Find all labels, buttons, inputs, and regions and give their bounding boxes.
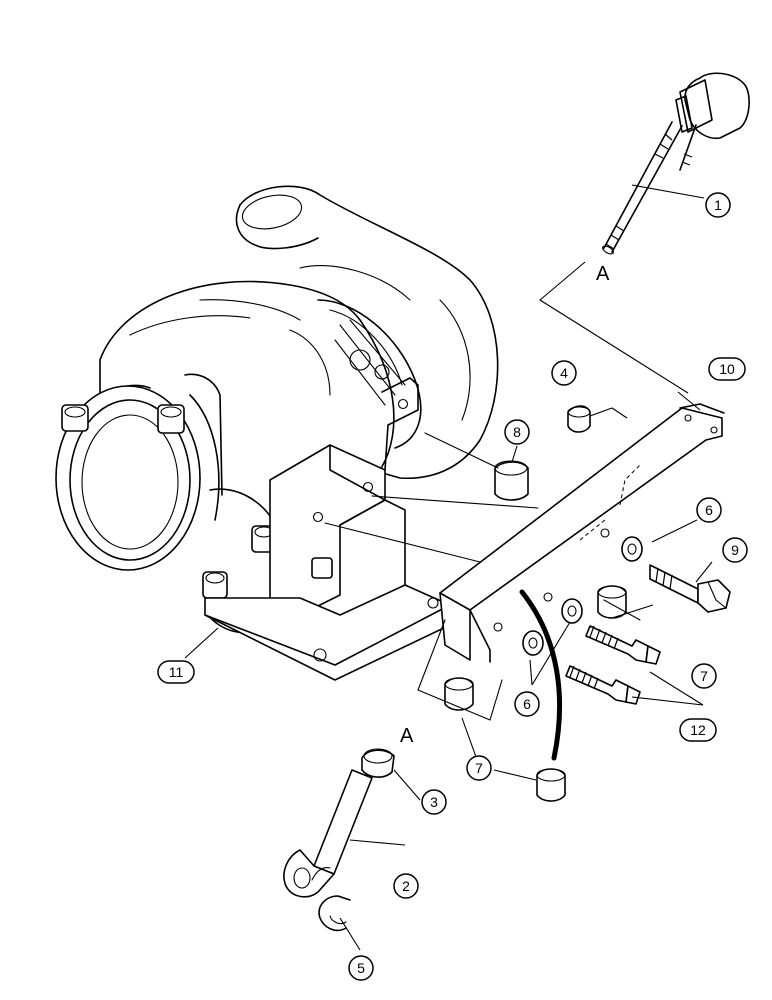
turbocharger-assembly (55, 185, 499, 681)
callout-5: 5 (348, 955, 374, 981)
jam-nut-3 (361, 748, 395, 778)
callout-1: 1 (705, 192, 731, 218)
reference-letter-a-lower: A (400, 725, 414, 747)
callout-6-lower: 6 (514, 691, 540, 717)
callout-4: 4 (551, 360, 577, 386)
callout-10: 10 (708, 357, 746, 381)
retaining-clip-5 (318, 895, 351, 932)
mounting-bracket (439, 403, 725, 663)
svg-text:3: 3 (430, 794, 438, 810)
callout-2: 2 (393, 873, 419, 899)
callout-11: 11 (157, 660, 195, 684)
callout-9: 9 (722, 537, 748, 563)
nut-4 (567, 405, 628, 433)
rod-end-2 (283, 769, 373, 898)
wastegate-actuator (539, 72, 750, 394)
svg-text:10: 10 (719, 361, 735, 377)
svg-text:6: 6 (523, 696, 531, 712)
reference-letter-a-upper: A (596, 263, 610, 285)
svg-text:5: 5 (357, 960, 365, 976)
svg-text:6: 6 (705, 502, 713, 518)
callout-8: 8 (504, 419, 530, 445)
svg-text:1: 1 (714, 197, 722, 213)
svg-text:7: 7 (475, 760, 483, 776)
svg-text:4: 4 (560, 365, 568, 381)
svg-text:8: 8 (513, 424, 521, 440)
svg-text:11: 11 (169, 664, 184, 680)
bolt-9 (649, 564, 731, 613)
svg-text:2: 2 (402, 878, 410, 894)
callout-12: 12 (679, 718, 717, 742)
callout-7-lower: 7 (466, 755, 492, 781)
washers-6 (522, 536, 643, 656)
spacer-8 (324, 432, 539, 563)
studs-12 (565, 625, 661, 705)
svg-text:7: 7 (700, 668, 708, 684)
callout-7-right: 7 (691, 663, 717, 689)
svg-text:9: 9 (731, 542, 739, 558)
actuator-line (519, 589, 563, 761)
svg-text:12: 12 (690, 722, 706, 738)
spacers-7 (444, 585, 654, 802)
callout-6-upper: 6 (696, 497, 722, 523)
callout-3: 3 (421, 789, 447, 815)
leader-lines (184, 184, 713, 951)
